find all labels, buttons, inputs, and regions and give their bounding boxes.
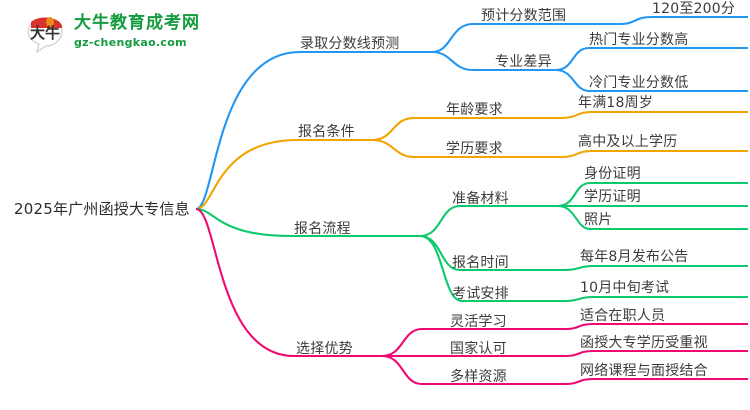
subnode-zhunbeicailiao[interactable]: 准备材料 [452,191,509,207]
daniu-logo-icon: 大牛 [27,17,63,54]
subnode-yujifenshufanwei[interactable]: 预计分数范围 [481,8,567,24]
mindmap-root-node[interactable]: 2025年广州函授大专信息 [14,200,190,218]
leaf-hanshoudazhuanxueli[interactable]: 函授大专学历受重视 [580,335,708,351]
leaf-xuelizhengming[interactable]: 学历证明 [584,189,641,205]
subnode-guojiarenke[interactable]: 国家认可 [450,341,507,357]
branch-connectors-green [195,181,748,303]
logo-wordmark: 大牛教育成考网 gz-chengkao.com [74,13,200,50]
leaf-10yuezhongxun[interactable]: 10月中旬考试 [580,280,670,296]
branch-node-baomingtiaojian[interactable]: 报名条件 [298,124,355,140]
subnode-zhuanyechayi[interactable]: 专业差异 [495,54,552,70]
subnode-kaoshianpai[interactable]: 考试安排 [452,286,509,302]
site-logo: 大牛 大牛教育成考网 gz-chengkao.com [24,12,204,58]
branch-connectors-orange [195,110,748,211]
logo-title: 大牛教育成考网 [74,13,200,33]
leaf-shenfenzhengming[interactable]: 身份证明 [584,166,641,182]
branch-node-baomingliucheng[interactable]: 报名流程 [294,221,351,237]
subnode-baomingshijian[interactable]: 报名时间 [452,255,509,271]
leaf-120-200fen[interactable]: 120至200分 [652,1,736,17]
leaf-wangluokecheng[interactable]: 网络课程与面授结合 [580,363,708,379]
leaf-gaozhongjiyishang[interactable]: 高中及以上学历 [578,134,678,150]
svg-text:大牛: 大牛 [30,24,60,42]
leaf-meinian8yue[interactable]: 每年8月发布公告 [580,249,689,265]
subnode-nianlingyaoqiu[interactable]: 年龄要求 [446,102,503,118]
subnode-duoyangziyuan[interactable]: 多样资源 [450,369,507,385]
leaf-remenzhuanye[interactable]: 热门专业分数高 [589,32,689,48]
leaf-nianman18zhousui[interactable]: 年满18周岁 [578,95,654,111]
branch-connectors-blue [195,15,748,211]
branch-connectors-pink [195,207,748,386]
branch-node-luqufenshuxian[interactable]: 录取分数线预测 [300,36,400,52]
leaf-lengmenzhuanye[interactable]: 冷门专业分数低 [589,75,689,91]
leaf-shihezaizhirenyuan[interactable]: 适合在职人员 [580,308,666,324]
logo-subtitle: gz-chengkao.com [74,36,187,49]
leaf-zhaopian[interactable]: 照片 [584,212,613,228]
subnode-xueliyaoqiu[interactable]: 学历要求 [446,141,503,157]
subnode-linghuoxuexi[interactable]: 灵活学习 [450,314,507,330]
branch-node-xuanzeyoushi[interactable]: 选择优势 [296,341,353,357]
